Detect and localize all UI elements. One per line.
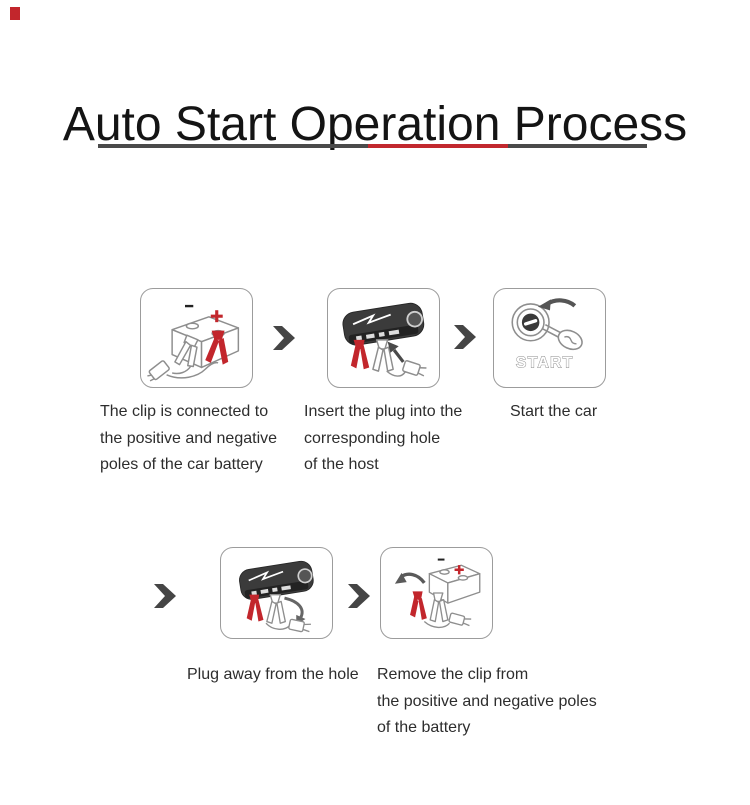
red-clip-icon	[205, 330, 229, 365]
lightning-icon	[352, 313, 392, 326]
cable-line	[423, 621, 451, 629]
jump-starter-plug-out-icon	[239, 560, 314, 633]
plus-terminal-icon	[210, 310, 223, 323]
chevron-right-icon	[273, 326, 295, 350]
jump-starter-device	[342, 302, 425, 346]
flashlight-lens	[297, 568, 313, 584]
step-5-box	[380, 547, 493, 639]
jump-starter-plug-in-icon	[342, 302, 427, 377]
step-1-caption: The clip is connected to the positive an…	[100, 403, 278, 473]
chevron-right-icon	[454, 325, 476, 349]
cable-line	[386, 370, 406, 377]
red-clip-icon	[350, 339, 370, 370]
black-clip-icon	[174, 334, 199, 368]
cable-line	[166, 361, 219, 379]
key-head-icon	[557, 329, 583, 351]
step-2-box	[327, 288, 440, 388]
lightning-icon	[248, 570, 284, 582]
minus-terminal-icon	[185, 304, 194, 308]
black-clip-icon	[266, 594, 286, 624]
step-3-caption: Start the car	[510, 403, 598, 420]
red-clip-icon	[246, 594, 264, 622]
car-battery-illustration	[428, 564, 481, 604]
insert-arrow-icon	[387, 341, 405, 363]
plug-connector-icon	[448, 612, 472, 627]
turn-arrow-icon	[538, 298, 577, 311]
plug-connector-icon	[402, 360, 427, 377]
step-4-box	[220, 547, 333, 639]
plug-connector-icon	[147, 360, 170, 382]
battery-clips-connected-icon	[147, 304, 240, 382]
step-4-caption: Plug away from the hole	[187, 666, 359, 683]
keyhole-slot	[523, 319, 538, 326]
plug-connector-icon	[288, 618, 311, 633]
minus-terminal-icon	[437, 558, 445, 561]
step-5-caption: Remove the clip from the positive and ne…	[377, 666, 597, 736]
black-clip-icon	[429, 592, 449, 623]
page-title: Auto Start Operation Process	[62, 98, 688, 152]
cable-line	[171, 366, 192, 375]
plus-terminal-icon	[454, 565, 464, 575]
jump-starter-device	[239, 560, 314, 600]
cable-line	[265, 622, 290, 630]
step-2-caption: Insert the plug into the corresponding h…	[304, 403, 463, 473]
remove-arrow-icon	[394, 572, 426, 584]
title-divider-accent	[368, 144, 508, 148]
step-3-box: START	[493, 288, 606, 388]
battery-clips-removed-icon	[394, 558, 481, 629]
red-corner-mark	[10, 7, 20, 20]
black-clip-icon	[372, 339, 394, 372]
step-1-box	[140, 288, 253, 388]
ignition-key-start-icon: START	[511, 298, 583, 372]
chevron-right-icon	[154, 584, 176, 608]
start-label: START	[516, 354, 574, 371]
title-divider-line	[98, 144, 647, 148]
red-clip-icon	[410, 591, 427, 620]
chevron-right-icon	[348, 584, 370, 608]
flashlight-lens	[406, 310, 423, 328]
